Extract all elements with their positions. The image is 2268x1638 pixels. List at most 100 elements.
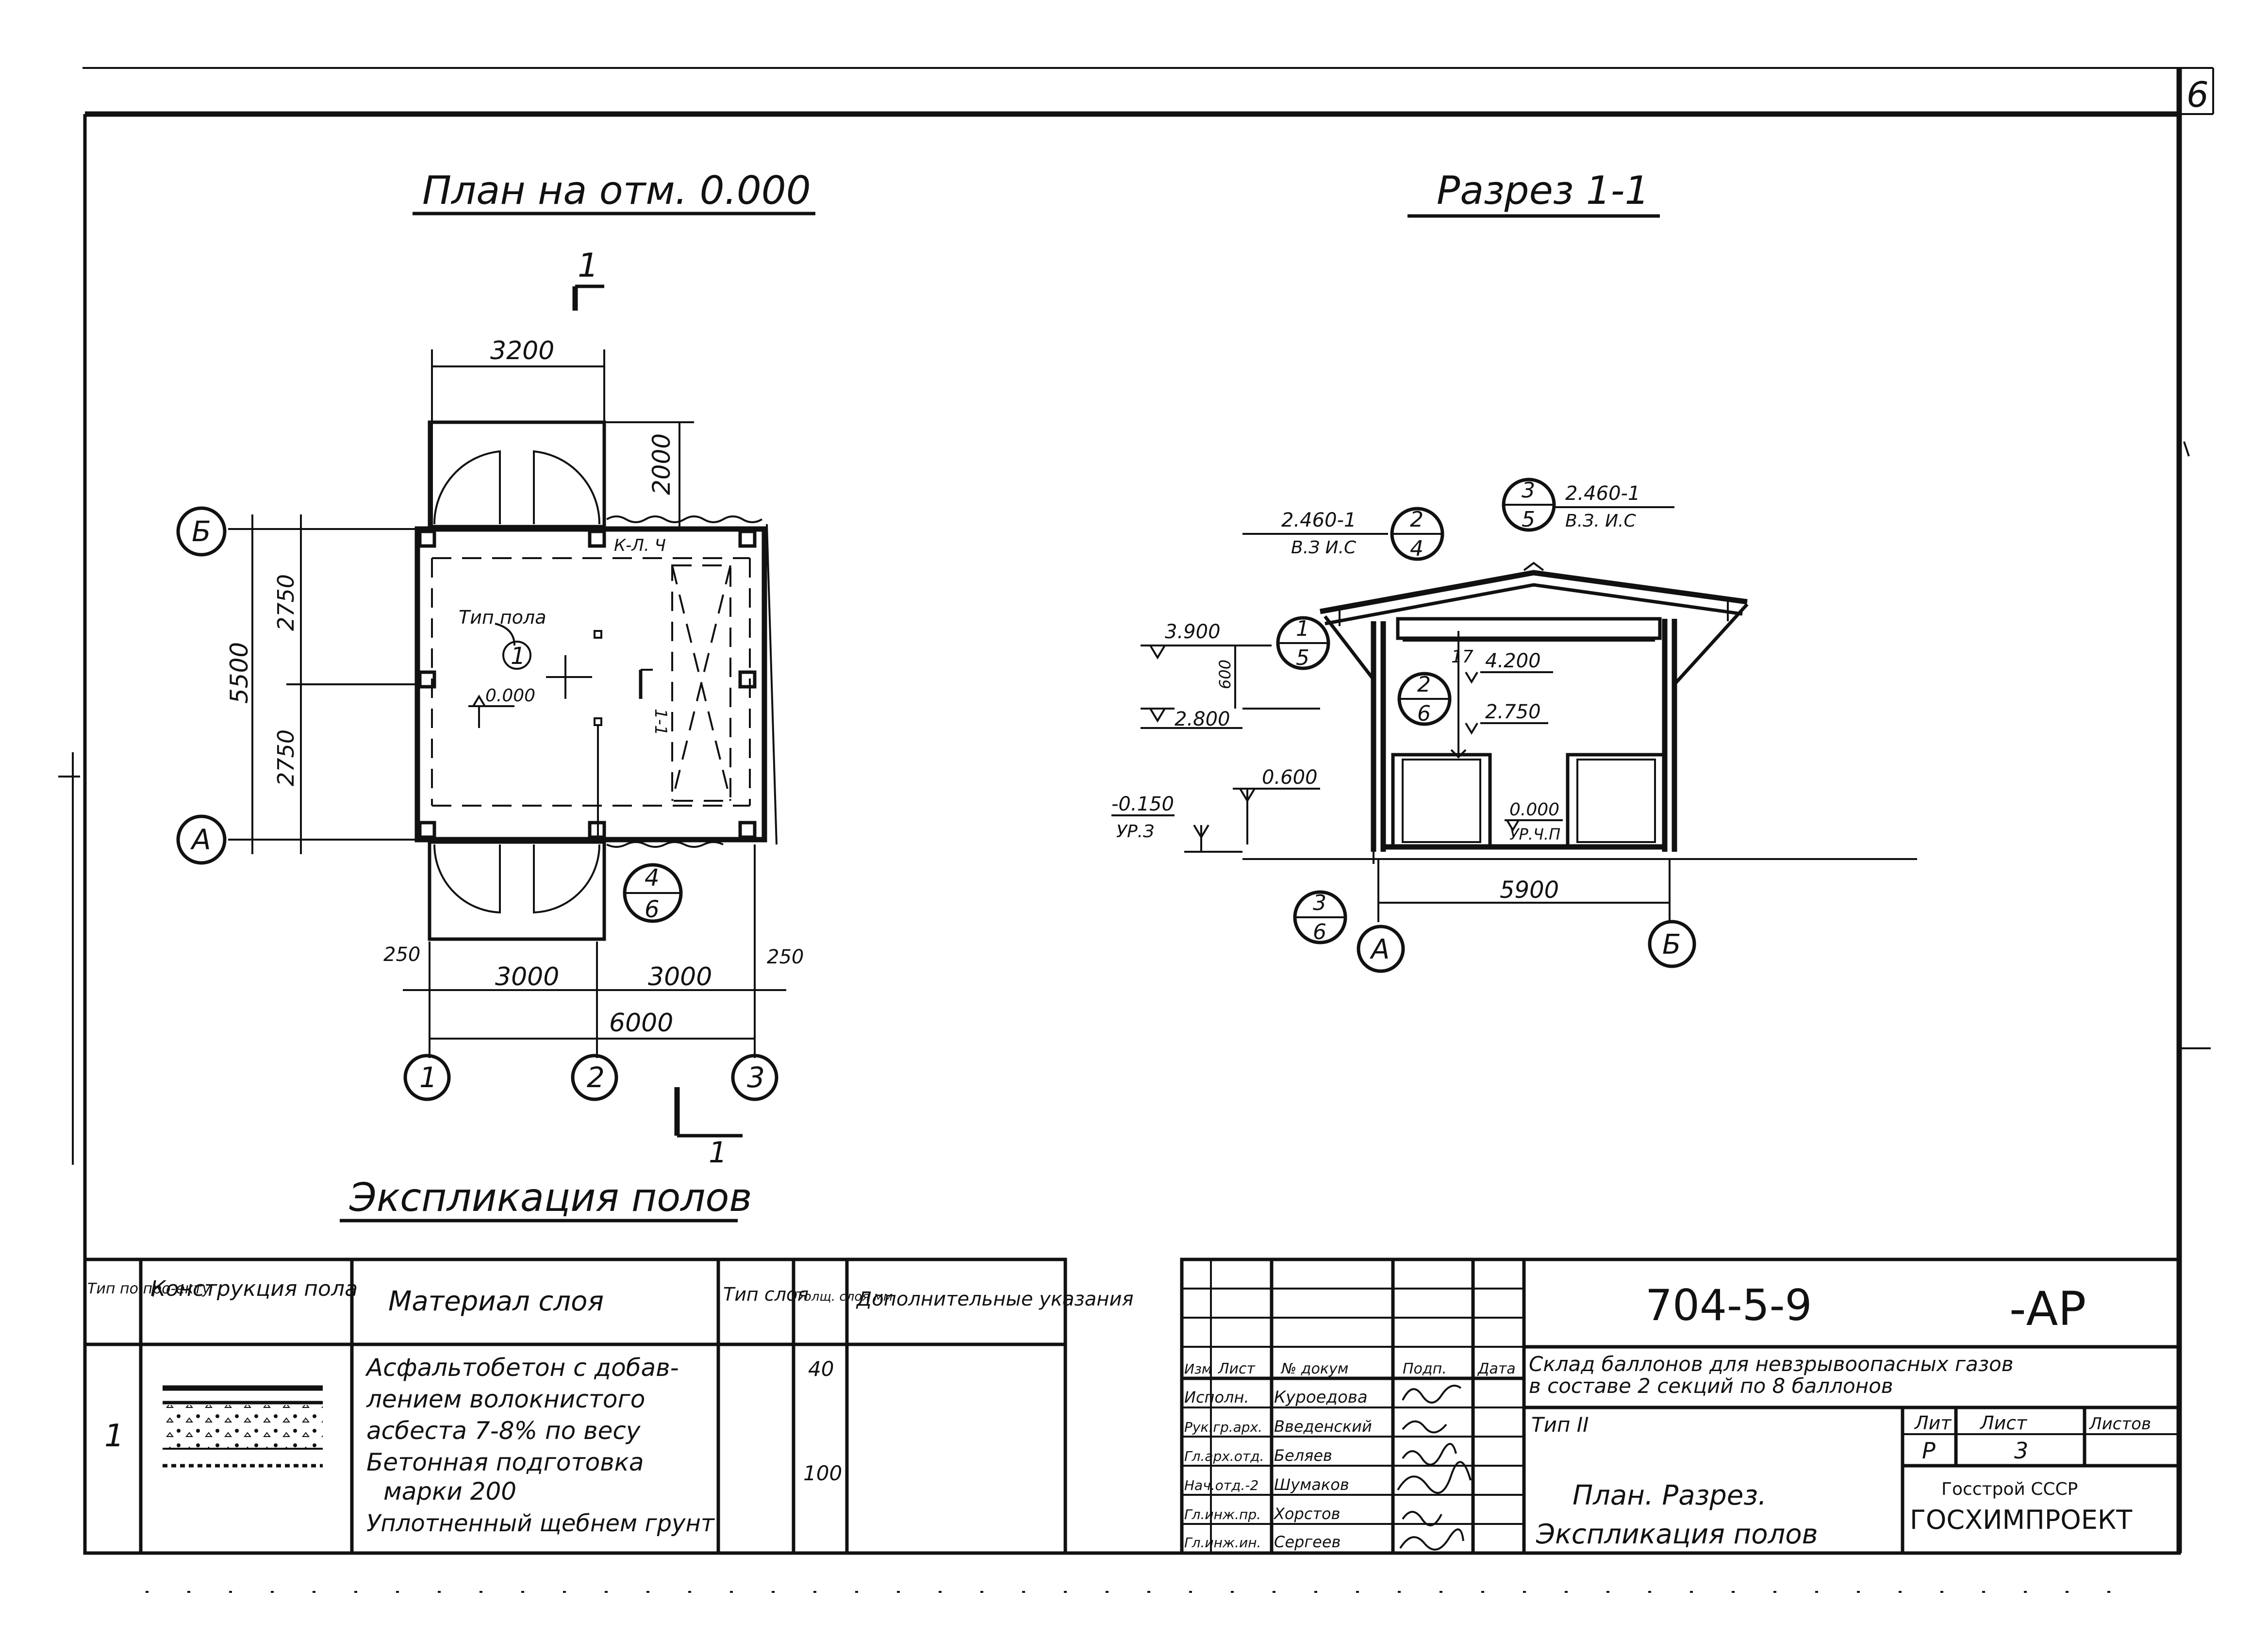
staff-name-1: Куроедова [1274,1388,1368,1407]
level-minus-0150: -0.150 [1111,793,1174,815]
inner-dim-17: 17 [1451,647,1473,667]
dim-half-lower: 2750 [273,729,299,786]
plan-ref-node-bottom: 6 [645,896,660,923]
margin-marks [58,441,2211,1593]
material-line-2: лением волокнистого [366,1385,645,1413]
thickness-1: 40 [808,1357,834,1381]
axis-col-1: 1 [419,1061,437,1094]
description-line-1: Склад баллонов для невзрывоопасных газов [1529,1352,2014,1376]
level-2750: 2.750 [1485,701,1541,723]
org-institute: ГОСХИМПРОЕКТ [1910,1505,2133,1535]
header-material: Материал слоя [388,1286,604,1317]
explication-row: 1 Асфальтобетон с добав- лением волокнис… [104,1354,842,1537]
col-header-list: Лист [1218,1360,1256,1377]
small-dim-600: 600 [1216,660,1234,689]
section-mark-top: 1 [572,247,604,311]
level-note-ur3: УР.З [1116,822,1154,842]
section-ref-right-node-top: 3 [1522,478,1535,503]
staff-role-1: Исполн. [1184,1388,1249,1406]
level-3900: 3.900 [1165,621,1221,643]
staff-role-2: Рук.гр.арх. [1184,1419,1262,1435]
lit-label: Лит [1914,1412,1952,1434]
header-construction: Конструкция пола [150,1276,358,1301]
drawing-name-1: План. Разрез. [1573,1480,1767,1511]
dim-half-upper: 2750 [273,574,299,631]
staff-name-5: Хорстов [1273,1505,1340,1523]
section-ref-left-node-bottom: 4 [1410,536,1424,561]
staff-role-3: Гл.арх.отд. [1184,1448,1264,1464]
staff-name-3: Беляев [1274,1446,1332,1465]
plan-view: План на отм. 0.000 1 3200 2000 [176,168,815,1170]
axis-row-a: А [190,823,211,856]
level-0000: 0.000 [1509,800,1559,820]
node-b-bottom: 6 [1417,701,1431,726]
section-levels-left: 3.900 2.800 600 0.600 -0.150 УР.З [1111,621,1320,853]
header-thickness: Толщ. слоя мм [796,1290,893,1304]
dim-door-depth: 2000 [647,433,676,495]
node-c-bottom: 6 [1313,920,1326,944]
section-span: 5900 [1500,877,1559,904]
section-mark-label-bottom: 1 [709,1136,727,1170]
ka-label: К-Л. Ч [614,536,666,555]
staff-role-5: Гл.инж.пр. [1184,1506,1261,1522]
node-b-top: 2 [1417,672,1431,697]
project-suffix: -АР [2009,1282,2086,1336]
material-line-1: Асфальтобетон с добав- [365,1354,679,1382]
header-notes: Дополнительные указания [856,1288,1134,1310]
staff-list: Исполн. Куроедова Рук.гр.арх. Введенский… [1184,1388,1372,1551]
section-title: Разрез 1-1 [1437,168,1649,213]
section-axis-b: Б [1662,929,1681,960]
section-view: Разрез 1-1 2.460-1 В.З И.С 2 4 3 5 2.460… [1111,168,1917,973]
material-line-3: асбеста 7-8% по весу [366,1417,641,1445]
row-type: 1 [104,1418,124,1454]
explication-section: Экспликация полов Тип по про-екту Констр… [83,1175,1134,1555]
type-label: Тип II [1531,1413,1589,1437]
dim-offset-left: 250 [383,943,420,966]
org-ministry: Госстрой СССР [1941,1479,2078,1499]
material-line-6: Уплотненный щебнем грунт [366,1510,715,1537]
signatures [1397,1385,1472,1551]
staff-name-4: Шумаков [1274,1475,1349,1494]
description-line-2: в составе 2 секций по 8 баллонов [1529,1374,1893,1398]
header-layer-type: Тип слоя [723,1284,809,1305]
dim-bay-right: 3000 [648,962,712,992]
axis-row-b: Б [192,515,211,548]
staff-role-4: Нач.отд.-2 [1184,1477,1258,1493]
material-line-5: марки 200 [383,1477,516,1506]
thickness-2: 100 [803,1461,842,1485]
explication-title: Экспликация полов [349,1175,752,1220]
plan-level: 0.000 [485,686,535,706]
header-type: Тип по про-екту [87,1280,211,1297]
section-mark-bottom: 1 [674,1087,743,1170]
material-line-4: Бетонная подготовка [366,1448,644,1476]
axis-col-3: 3 [747,1061,765,1094]
lists-label: Листов [2088,1414,2151,1434]
section-ref-right-code: 2.460-1 [1565,482,1640,505]
floor-construction-drawing [163,1385,323,1468]
col-header-izm: Изм [1184,1361,1212,1377]
staff-name-2: Введенский [1274,1417,1372,1436]
level-2800: 2.800 [1175,708,1230,730]
level-4200: 4.200 [1485,650,1541,672]
sheet-corner-number: 6 [2186,74,2209,115]
section-axis-a: А [1370,934,1390,965]
drawing-name-2: Экспликация полов [1536,1519,1818,1550]
list-value: 3 [2014,1438,2028,1464]
floor-type-number: 1 [511,643,526,670]
section-ref-left-node-top: 2 [1410,507,1424,532]
dim-offset-right: 250 [767,946,804,968]
plan-title: План на отм. 0.000 [422,168,811,213]
title-block: 704-5-9 -АР Склад баллонов для невзрывоо… [1180,1257,2181,1555]
dim-total-height: 5500 [225,642,253,704]
floor-type-label: Тип пола [459,607,546,628]
staff-role-6: Гл.инж.ин. [1184,1535,1261,1551]
level-note-urchp: УР.Ч.П [1509,825,1560,844]
col-header-date: Дата [1477,1360,1516,1377]
project-code: 704-5-9 [1645,1280,1812,1330]
node-c-top: 3 [1313,891,1326,915]
plan-cut-label: 1-1 [651,709,670,736]
explication-header: Тип по про-екту Конструкция пола Материа… [87,1276,1134,1317]
section-ref-right-sub: В.З. И.С [1565,511,1636,531]
axis-col-2: 2 [587,1061,605,1094]
